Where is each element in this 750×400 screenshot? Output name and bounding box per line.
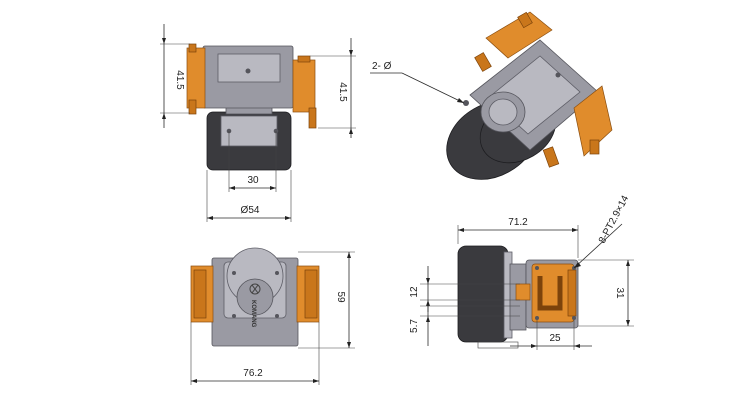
left-fitting [186,47,206,109]
iso-fitting-top [485,11,553,59]
bottom-view: KOMANG 59 76.2 [190,247,355,385]
dim-side-25: 25 [549,333,561,344]
right-fitting [292,59,316,113]
dim-diameter-54: Ø54 [241,205,260,216]
side-motor [457,245,509,343]
dim-side-5-7: 5.7 [409,319,420,333]
dim-spacing-30: 30 [247,175,259,186]
side-port [515,283,531,301]
front-view: 41.5 41.5 30 Ø54 [160,24,356,222]
isometric-view: 2- Ø [370,11,613,180]
dim-bottom-height: 59 [335,291,346,303]
iso-callout: 2- Ø [372,61,392,72]
brand-text: KOMANG [250,300,256,328]
dim-front-height-right: 41.5 [337,82,348,102]
dim-side-length: 71.2 [508,217,528,228]
dim-side-12: 12 [409,286,420,298]
dim-bottom-width: 76.2 [243,368,263,379]
port-callout: 8-PT2.9×14 [597,193,632,245]
side-view: 71.2 8-PT2.9×14 12 5.7 31 25 [409,193,634,350]
dim-front-height-left: 41.5 [174,70,185,90]
iso-fitting-right [573,85,613,157]
brand-logo: KOMANG [249,283,261,328]
dim-side-31: 31 [614,287,625,299]
